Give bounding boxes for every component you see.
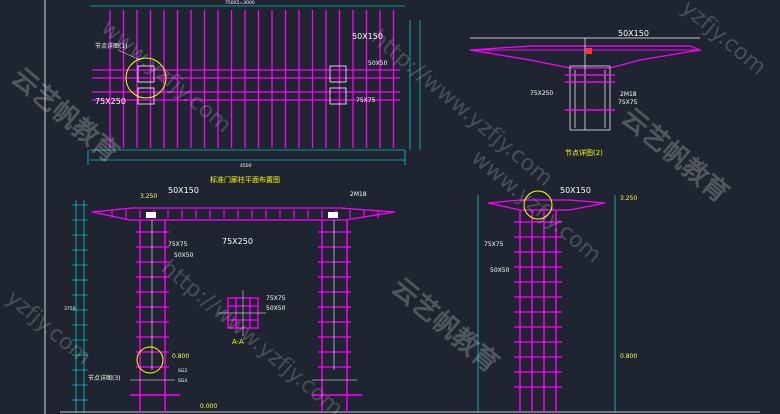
elev-top-label: 50X150 xyxy=(168,186,199,195)
section-title: A-A xyxy=(232,338,244,346)
elev-sg2: SG4 xyxy=(178,378,187,384)
elev-level2: 0.000 xyxy=(200,403,217,410)
elevation-view: 3750 50X150 75X250 75X75 50X50 xyxy=(64,186,396,412)
right-sub2-label: 50X50 xyxy=(490,267,510,274)
elev-sub1-label: 75X75 xyxy=(168,241,188,248)
right-elevation: 50X150 75X75 50X50 3.250 0.800 xyxy=(477,186,637,412)
section-b-label: 50X50 xyxy=(266,305,286,312)
right-top-label: 50X150 xyxy=(560,186,591,195)
node2-title: 节点详图(2) xyxy=(565,148,603,157)
node3-label: 节点详图(3) xyxy=(88,374,121,382)
plan-title: 标准门廊柱平面布置图 xyxy=(210,175,280,184)
node-detail-2: 50X150 75X250 2M18 75X75 节点详图(2) xyxy=(469,29,703,157)
elev-sub2-label: 50X50 xyxy=(174,252,194,259)
node2-beam-main: 75X250 xyxy=(530,90,553,97)
frame-lines xyxy=(44,0,760,414)
plan-width-dim: 4500 xyxy=(240,163,252,169)
node2-beam-top: 50X150 xyxy=(618,29,649,38)
plan-beam-sub: 75X75 xyxy=(356,97,376,104)
right-level1: 3.250 xyxy=(620,195,637,202)
section-a-label: 75X75 xyxy=(266,295,286,302)
elev-sg: SG2 xyxy=(178,368,187,374)
plan-top-dim: 750X5=3000 xyxy=(225,0,255,6)
plan-beam-sec: 50X50 xyxy=(368,60,388,67)
plan-beam-main: 75X250 xyxy=(95,97,126,106)
elev-level1: 3.250 xyxy=(140,193,157,200)
right-level2: 0.800 xyxy=(620,353,637,360)
elev-main-label: 75X250 xyxy=(222,237,253,246)
right-sub1-label: 75X75 xyxy=(484,241,504,248)
node1-label: 节点详图(1) xyxy=(95,42,128,50)
plan-view: 节点详图(1) 50X150 50X50 75X250 75X75 750X5=… xyxy=(87,0,421,184)
plan-beam-top: 50X150 xyxy=(352,32,383,41)
elev-height: 3750 xyxy=(64,306,76,312)
section-aa: 75X75 50X50 A-A xyxy=(218,290,286,346)
elev-level3: 0.800 xyxy=(172,353,189,360)
elev-bolt-label: 2M18 xyxy=(350,191,367,198)
node2-sub: 75X75 xyxy=(618,99,638,106)
node2-bolt: 2M18 xyxy=(620,91,637,98)
